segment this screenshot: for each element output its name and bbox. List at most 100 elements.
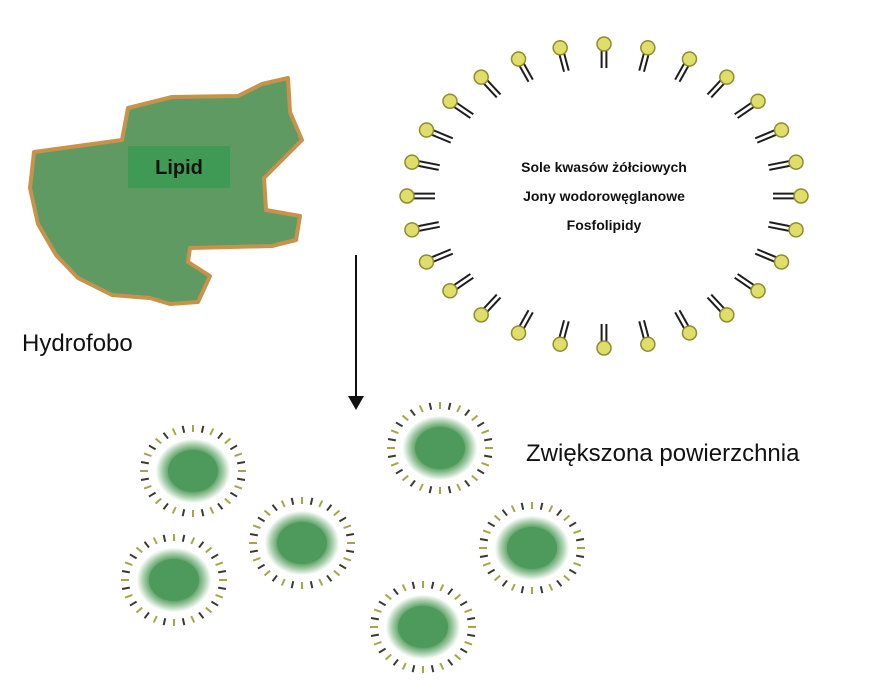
droplet-emulsifier-tick bbox=[263, 569, 271, 577]
emulsified-droplet bbox=[249, 497, 355, 589]
droplet-emulsifier-tick bbox=[236, 461, 246, 465]
emulsifier-molecule bbox=[706, 69, 735, 99]
droplet-emulsifier-tick bbox=[520, 586, 525, 594]
droplet-emulsifier-tick bbox=[563, 574, 571, 582]
droplet-emulsifier-tick bbox=[411, 581, 416, 589]
droplet-emulsifier-tick bbox=[318, 500, 324, 508]
droplet-emulsifier-tick bbox=[217, 570, 227, 574]
molecule-head bbox=[596, 36, 612, 52]
emulsified-droplet bbox=[387, 402, 493, 494]
molecule-head bbox=[404, 154, 420, 170]
droplet-emulsifier-tick bbox=[430, 581, 435, 589]
droplet-emulsifier-tick bbox=[154, 437, 162, 445]
droplet-emulsifier-tick bbox=[333, 509, 341, 517]
emulsifier-molecule bbox=[638, 40, 656, 73]
droplet-emulsifier-tick bbox=[378, 647, 387, 654]
droplet-emulsifier-tick bbox=[200, 509, 205, 517]
droplet-emulsifier-tick bbox=[464, 479, 471, 487]
droplet-emulsifier-tick bbox=[418, 483, 424, 491]
droplet-emulsifier-tick bbox=[390, 461, 399, 467]
molecule-head bbox=[640, 40, 656, 56]
droplet-emulsifier-tick bbox=[483, 454, 493, 458]
droplet-emulsifier-tick bbox=[510, 583, 516, 591]
molecule-head bbox=[719, 307, 735, 323]
droplet-emulsifier-tick bbox=[190, 537, 196, 545]
droplet-emulsifier-tick bbox=[162, 432, 169, 440]
emulsifier-molecule bbox=[768, 154, 804, 171]
emulsifier-molecule bbox=[552, 40, 570, 73]
droplet-emulsifier-tick bbox=[373, 608, 382, 614]
droplet-emulsifier-tick bbox=[229, 444, 238, 451]
droplet-emulsifier-tick bbox=[373, 640, 382, 646]
droplet-emulsifier-tick bbox=[401, 584, 407, 592]
hydrophobic-caption: Hydrofobo bbox=[22, 330, 133, 357]
molecule-head bbox=[418, 122, 435, 138]
droplet-emulsifier-tick bbox=[568, 568, 577, 575]
molecule-head bbox=[473, 307, 489, 323]
emulsifier-molecule bbox=[399, 188, 435, 204]
droplet-emulsifier-tick bbox=[129, 600, 138, 607]
droplet-emulsifier-tick bbox=[148, 444, 157, 451]
molecule-head bbox=[596, 340, 612, 356]
droplet-emulsifier-tick bbox=[217, 432, 224, 440]
droplet-emulsifier-tick bbox=[479, 538, 489, 542]
droplet-emulsifier-tick bbox=[395, 468, 404, 475]
droplet-emulsifier-tick bbox=[290, 497, 295, 505]
droplet-emulsifier-tick bbox=[140, 477, 150, 481]
droplet-emulsifier-tick bbox=[409, 409, 416, 417]
droplet-emulsifier-tick bbox=[520, 502, 525, 510]
droplet-emulsifier-tick bbox=[466, 617, 476, 621]
molecule-head bbox=[510, 51, 527, 67]
droplet-emulsifier-tick bbox=[568, 521, 577, 528]
droplet-emulsifier-tick bbox=[343, 524, 352, 530]
droplet-emulsifier-tick bbox=[249, 533, 259, 537]
emulsifier-molecule bbox=[473, 69, 502, 99]
droplet-emulsifier-tick bbox=[181, 509, 186, 517]
droplet-emulsifier-tick bbox=[190, 615, 196, 623]
molecule-head bbox=[788, 222, 804, 238]
emulsified-droplet bbox=[370, 581, 476, 673]
droplet-emulsifier-tick bbox=[482, 529, 491, 535]
droplet-emulsifier-tick bbox=[481, 429, 490, 435]
droplet-emulsifier-tick bbox=[345, 533, 355, 537]
droplet-emulsifier-tick bbox=[487, 521, 496, 528]
emulsifier-molecule bbox=[442, 93, 474, 119]
droplet-emulsifier-tick bbox=[135, 606, 143, 614]
molecule-head bbox=[750, 283, 766, 299]
emulsifier-molecule bbox=[706, 293, 735, 323]
molecule-head bbox=[399, 188, 415, 204]
droplet-emulsifier-tick bbox=[556, 579, 563, 587]
droplet-emulsifier-tick bbox=[459, 647, 468, 654]
droplet-emulsifier-tick bbox=[280, 578, 286, 586]
droplet-emulsifier-tick bbox=[493, 574, 501, 582]
droplet-core bbox=[398, 606, 448, 648]
droplet-emulsifier-tick bbox=[209, 506, 215, 514]
droplet-emulsifier-tick bbox=[539, 586, 544, 594]
emulsifier-molecule bbox=[596, 36, 612, 68]
droplet-emulsifier-tick bbox=[501, 509, 508, 517]
droplet-emulsifier-tick bbox=[464, 640, 473, 646]
droplet-emulsifier-tick bbox=[401, 474, 409, 482]
emulsifier-molecule bbox=[674, 309, 698, 341]
emulsified-droplet bbox=[140, 425, 246, 517]
droplet-emulsifier-tick bbox=[411, 665, 416, 673]
emulsifier-molecule bbox=[552, 319, 570, 352]
droplet-emulsifier-tick bbox=[271, 504, 278, 512]
emulsifier-molecule bbox=[734, 273, 766, 299]
droplet-emulsifier-tick bbox=[229, 491, 238, 498]
droplet-emulsifier-tick bbox=[471, 414, 479, 422]
droplet-emulsifier-tick bbox=[198, 611, 205, 619]
droplet-emulsifier-tick bbox=[387, 454, 397, 458]
droplet-emulsifier-tick bbox=[154, 497, 162, 505]
molecule-head bbox=[750, 93, 766, 109]
droplet-emulsifier-tick bbox=[401, 662, 407, 670]
emulsifier-molecule bbox=[674, 51, 698, 83]
emulsifier-molecule bbox=[754, 248, 790, 270]
droplet-emulsifier-tick bbox=[217, 502, 224, 510]
droplet-emulsifier-tick bbox=[384, 653, 392, 661]
droplet-emulsifier-tick bbox=[370, 617, 380, 621]
droplet-emulsifier-tick bbox=[143, 541, 150, 549]
droplet-emulsifier-tick bbox=[171, 428, 177, 436]
droplet-emulsifier-tick bbox=[454, 653, 462, 661]
droplet-emulsifier-tick bbox=[464, 409, 471, 417]
